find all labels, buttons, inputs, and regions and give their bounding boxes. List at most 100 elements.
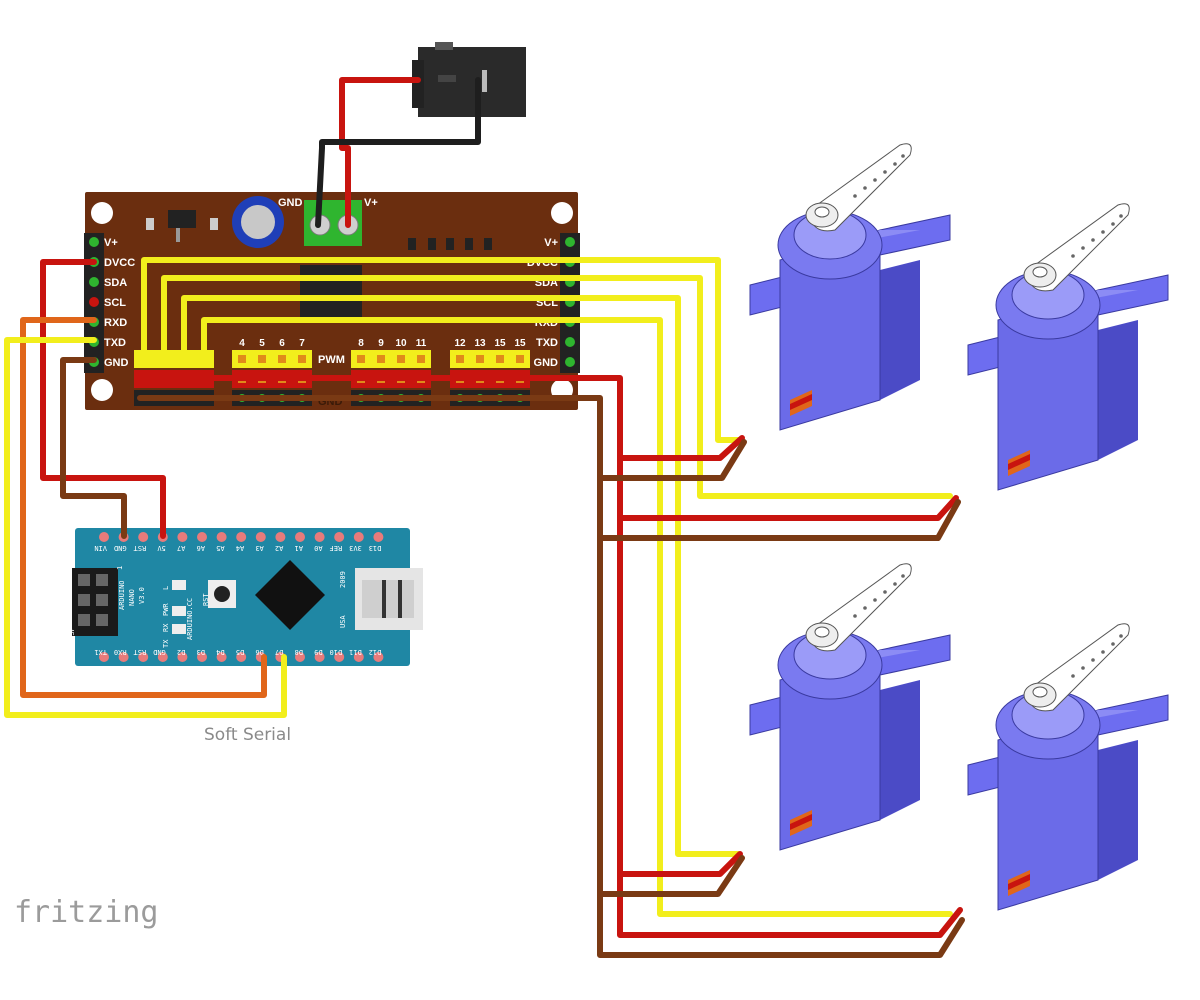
left-pin-label: SCL [104,297,126,309]
nano-top-pin-label: A2 [275,544,283,552]
wire-jack-ground [315,77,481,228]
wire-dvcc-5v [40,259,166,539]
nano-top-pin [255,532,266,542]
left-pin-label: RXD [104,317,127,329]
nano-bottom-pin [314,652,325,662]
nano-top-pin [373,532,384,542]
left-pin [89,237,99,247]
nano-top-pin-label: REF [330,544,343,552]
nano-icsp-label: ICSP [68,627,76,644]
nano-top-pin-label: A5 [216,544,224,552]
nano-bottom-pin [334,652,345,662]
pwm-channel-number: 12 [454,338,466,349]
nano-bottom-pin-label: D12 [369,648,382,656]
nano-top-pin-label: A3 [255,544,263,552]
nano-bottom-pin [138,652,149,662]
terminal-vplus-label: V+ [364,197,378,209]
right-pin-label: V+ [544,237,558,249]
nano-bottom-pin-label: D5 [236,648,244,656]
left-pin [89,297,99,307]
right-pin-label: GND [534,357,559,369]
nano-top-pin-label: 3V3 [349,544,362,552]
nano-bottom-pin-label: RST [133,648,146,656]
wire-signal-servo-2 [161,275,953,499]
pwm-channel-number: 11 [416,338,427,349]
fritzing-logo: fritzing [14,895,159,930]
nano-bottom-pin-label: TX1 [94,648,107,656]
nano-bottom-pin-label: D7 [275,648,283,656]
nano-website: ARDUINO.CC [186,598,194,640]
wire-signal-servo-1 [141,257,743,443]
nano-top-pin [334,532,345,542]
nano-rst-label: RST [202,593,210,606]
nano-bottom-pin [295,652,305,662]
nano-bottom-pin [236,652,247,662]
nano-top-pin-label: RST [133,544,146,552]
soft-serial-caption: Soft Serial [204,725,291,745]
wires [4,77,965,958]
nano-country: USA [339,615,347,628]
header-pin [258,355,266,363]
servo-3 [749,563,951,851]
nano-bottom-pin [197,652,207,662]
left-pin-label: V+ [104,237,118,249]
nano-top-pin [236,532,247,542]
nano-top-pin-label: A0 [314,544,322,552]
header-pin [476,355,484,363]
pwm-channel-number: 15 [494,338,506,349]
nano-top-pin [295,532,305,542]
pwm-label: PWM [318,354,345,366]
servo-1 [749,143,951,431]
pwm-channel-number: 10 [395,338,407,349]
header-pin [516,355,524,363]
nano-top-pin [216,532,227,542]
left-pin-label: DVCC [104,257,135,269]
nano-bottom-pin [99,652,109,662]
nano-icsp-pin1: 1 [116,566,124,570]
right-pin-label: TXD [536,337,558,349]
nano-bottom-pin [216,652,227,662]
servo-4 [967,623,1169,911]
nano-top-pin-label: VIN [94,544,107,552]
nano-top-pin [99,532,109,542]
nano-bottom-pin-label: RX0 [114,648,127,656]
nano-bottom-pin-label: D6 [255,648,263,656]
nano-top-pin-label: A7 [177,544,185,552]
nano-top-pin [177,532,188,542]
wire-rxd-d6 [20,317,267,698]
nano-model: ARDUINO [118,580,126,610]
right-pin [565,357,575,367]
nano-bottom-pin [353,652,364,662]
nano-led-l: L [162,586,170,590]
wire-power-bus [137,375,963,938]
nano-top-pin [314,532,325,542]
header-pin [377,355,385,363]
nano-top-pin-label: GND [114,544,127,552]
wire-ground-bus [137,395,965,958]
pwm-channel-number: 4 [239,338,245,349]
header-pin [238,355,246,363]
nano-led-rx: RX [162,623,170,632]
nano-bottom-pin [157,652,168,662]
pwm-channel-number: 15 [514,338,526,349]
pwm-channel-number: 5 [259,338,265,349]
nano-top-pin-label: A1 [295,544,303,552]
nano-top-pin-label: A6 [197,544,205,552]
header-pin [417,355,425,363]
pwm-channel-number: 9 [378,338,384,349]
nano-bottom-pin [118,652,129,662]
left-pin-label: SDA [104,277,127,289]
nano-bottom-pin-label: D11 [349,648,362,656]
nano-year: 2009 [339,571,347,588]
wire-gnd-gnd [60,357,127,539]
servo-2 [967,203,1169,491]
header-pin [357,355,365,363]
header-pin [278,355,286,363]
wire-txd-d7 [4,337,287,718]
left-pin-label: TXD [104,337,126,349]
nano-led-pwr: PWR [162,603,170,616]
nano-bottom-pin-label: D10 [330,648,343,656]
header-pin [397,355,405,363]
nano-bottom-pin-label: D9 [314,648,322,656]
